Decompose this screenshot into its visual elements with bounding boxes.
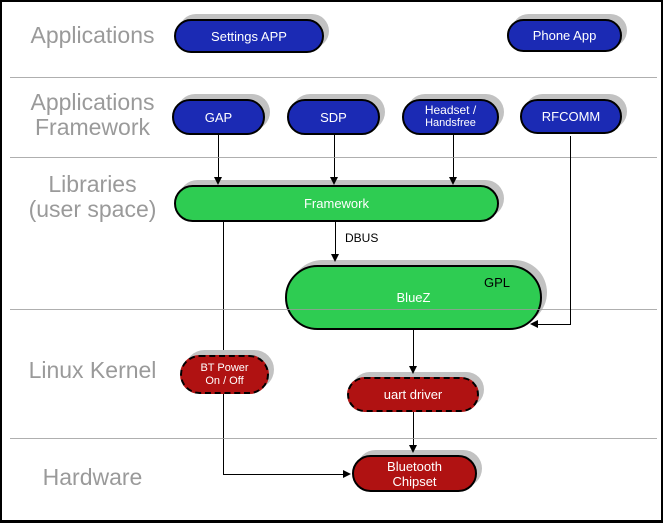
node-phone-app: Phone App bbox=[507, 19, 622, 52]
node-label: Headset / bbox=[424, 103, 477, 117]
node-label: GAP bbox=[204, 109, 233, 125]
node-label: BT Power bbox=[200, 361, 249, 374]
arrowhead-uart-chipset bbox=[409, 445, 417, 453]
edge-uart-chipset bbox=[413, 412, 414, 448]
layer-divider bbox=[10, 77, 657, 78]
layer-label-linux-kernel: Linux Kernel bbox=[10, 358, 175, 383]
layer-label-hardware: Hardware bbox=[10, 465, 175, 490]
node-label: Chipset bbox=[392, 473, 437, 489]
layer-label-text: Linux Kernel bbox=[28, 357, 157, 383]
node-label: uart driver bbox=[383, 387, 443, 402]
node-label: RFCOMM bbox=[541, 109, 601, 124]
arrowhead-gap-framework bbox=[214, 177, 222, 185]
node-gap: GAP bbox=[172, 99, 265, 135]
layer-label-text: Hardware bbox=[42, 464, 143, 490]
node-label: Phone App bbox=[532, 28, 597, 43]
node-label: BlueZ bbox=[396, 290, 431, 305]
node-label: Settings APP bbox=[211, 28, 287, 44]
node-bluetooth-chipset: Bluetooth Chipset bbox=[352, 455, 477, 492]
layer-label-text: (user space) bbox=[28, 196, 157, 222]
layer-divider bbox=[10, 157, 657, 158]
node-label: Framework bbox=[303, 196, 369, 211]
edge-rfcomm-bluez-horizontal bbox=[536, 324, 571, 325]
gpl-license-tag: GPL bbox=[483, 275, 510, 290]
layer-divider bbox=[10, 309, 657, 310]
arrowhead-framework-chipset bbox=[343, 470, 351, 478]
node-label: Bluetooth bbox=[387, 458, 442, 474]
arrowhead-headset-framework bbox=[449, 177, 457, 185]
arrowhead-framework-bluez bbox=[331, 254, 339, 262]
layer-label-text: Libraries bbox=[48, 171, 137, 197]
arrowhead-sdp-framework bbox=[330, 177, 338, 185]
layer-label-text: Applications bbox=[30, 89, 155, 115]
edge-framework-bluez bbox=[335, 222, 336, 256]
node-label: SDP bbox=[320, 109, 347, 125]
node-label: Handsfree bbox=[425, 117, 476, 129]
edge-label-dbus: DBUS bbox=[345, 231, 379, 245]
edge-framework-chipset-horizontal bbox=[223, 474, 345, 475]
layer-label-libraries: Libraries (user space) bbox=[10, 172, 175, 222]
layer-divider bbox=[10, 438, 657, 439]
layer-label-text: Framework bbox=[34, 114, 150, 140]
layer-label-applications-framework: Applications Framework bbox=[10, 90, 175, 140]
node-bt-power-on-off: BT Power On / Off bbox=[180, 355, 269, 394]
node-rfcomm: RFCOMM bbox=[520, 99, 622, 134]
arrowhead-rfcomm-bluez bbox=[530, 320, 538, 328]
layer-label-applications: Applications bbox=[10, 23, 175, 48]
node-framework: Framework bbox=[174, 185, 499, 222]
layer-label-text: Applications bbox=[30, 22, 155, 48]
node-bluez: GPL BlueZ bbox=[285, 265, 542, 330]
node-settings-app: Settings APP bbox=[174, 19, 324, 53]
edge-framework-chipset-vertical bbox=[223, 222, 224, 474]
node-headset-handsfree: Headset / Handsfree bbox=[402, 99, 499, 135]
node-sdp: SDP bbox=[287, 99, 380, 135]
edge-bluez-uart bbox=[413, 330, 414, 369]
arrowhead-bluez-uart bbox=[409, 366, 417, 374]
node-label: On / Off bbox=[205, 374, 244, 387]
edge-rfcomm-bluez-vertical bbox=[570, 136, 571, 325]
node-uart-driver: uart driver bbox=[347, 377, 479, 412]
